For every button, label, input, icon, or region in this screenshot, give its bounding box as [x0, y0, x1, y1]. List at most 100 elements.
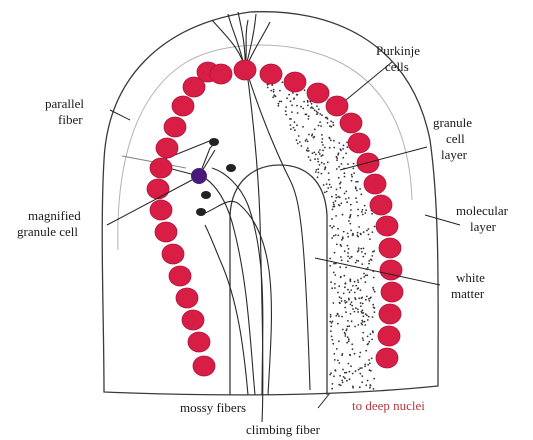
granule-dot	[296, 105, 298, 107]
granule-cell-small	[209, 138, 219, 146]
granule-dot	[354, 281, 356, 283]
granule-dot	[308, 118, 310, 120]
granule-dot	[365, 350, 367, 352]
granule-dot	[342, 157, 344, 159]
granule-dot	[316, 113, 318, 115]
granule-dot	[356, 190, 358, 192]
granule-dot	[347, 326, 349, 328]
granule-dot	[368, 316, 370, 318]
granule-dot	[340, 384, 342, 386]
purkinje-cell	[164, 117, 186, 137]
granule-dot	[357, 251, 359, 253]
granule-dot	[331, 218, 333, 220]
granule-cell-small	[201, 191, 211, 199]
granule-cell-small	[196, 208, 206, 216]
granule-dot	[339, 375, 341, 377]
granule-dot	[331, 227, 333, 229]
granule-dot	[343, 145, 345, 147]
granule-dot	[341, 300, 343, 302]
granule-dot	[358, 247, 360, 249]
granule-dot	[337, 228, 339, 230]
granule-dot	[346, 328, 348, 330]
granule-dot	[351, 343, 353, 345]
granule-dot	[333, 302, 335, 304]
granule-dot	[329, 374, 331, 376]
granule-dot	[316, 105, 318, 107]
granule-dot	[340, 297, 342, 299]
granule-dot	[361, 375, 363, 377]
granule-dot	[275, 96, 277, 98]
purkinje-cell	[370, 195, 392, 215]
granule-dot	[314, 128, 316, 130]
granule-dot	[372, 332, 374, 334]
purkinje-cell	[147, 179, 169, 199]
granule-dot	[358, 369, 360, 371]
granule-dot	[341, 354, 343, 356]
granule-dot	[333, 263, 335, 265]
purkinje-cell	[376, 216, 398, 236]
granule-dot	[346, 201, 348, 203]
granule-dot	[286, 97, 288, 99]
purkinje-cell	[376, 348, 398, 368]
granule-dot	[347, 252, 349, 254]
granule-dot	[348, 298, 350, 300]
granule-dot	[336, 197, 338, 199]
granule-dot	[359, 373, 361, 375]
granule-dot	[368, 341, 370, 343]
purkinje-cell	[155, 222, 177, 242]
purkinje-cell	[378, 326, 400, 346]
granule-dot	[371, 213, 373, 215]
granule-dot	[318, 125, 320, 127]
granule-dot	[349, 378, 351, 380]
granule-dot	[339, 187, 341, 189]
granule-dot	[345, 153, 347, 155]
purkinje-cell	[182, 310, 204, 330]
granule-dot	[357, 279, 359, 281]
granule-dot	[329, 184, 331, 186]
granule-dot	[334, 283, 336, 285]
granule-dot	[332, 383, 334, 385]
purkinje-cell	[364, 174, 386, 194]
purkinje-cell	[348, 133, 370, 153]
granule-dot	[368, 228, 370, 230]
granule-dot	[363, 315, 365, 317]
granule-dot	[332, 122, 334, 124]
label-magnified-granule-cell: magnified granule cell	[17, 208, 84, 239]
granule-dot	[347, 163, 349, 165]
label-climbing-fiber: climbing fiber	[246, 422, 321, 437]
granule-dot	[348, 338, 350, 340]
granule-dot	[370, 333, 372, 335]
granule-dot	[343, 275, 345, 277]
granule-dot	[354, 292, 356, 294]
granule-dot	[344, 332, 346, 334]
granule-dot	[333, 375, 335, 377]
granule-dot	[330, 314, 332, 316]
granule-dot	[349, 223, 351, 225]
granule-dot	[365, 209, 367, 211]
granule-dot	[348, 363, 350, 365]
granule-dot	[350, 204, 352, 206]
granule-dot	[350, 230, 352, 232]
purkinje-cell	[379, 238, 401, 258]
granule-dot	[335, 194, 337, 196]
granule-dot	[329, 225, 331, 227]
granule-dot	[349, 215, 351, 217]
granule-dot	[333, 272, 335, 274]
granule-dot	[288, 94, 290, 96]
granule-dot	[272, 96, 274, 98]
granule-dot	[331, 287, 333, 289]
granule-dot	[278, 105, 280, 107]
granule-dot	[327, 187, 329, 189]
granule-dot	[369, 238, 371, 240]
granule-dot	[346, 372, 348, 374]
granule-dot	[332, 206, 334, 208]
granule-dot	[311, 103, 313, 105]
purkinje-cell	[169, 266, 191, 286]
granule-dot	[347, 289, 349, 291]
granule-dot	[329, 258, 331, 260]
granule-dot	[313, 137, 315, 139]
granule-dot	[307, 147, 309, 149]
granule-dot	[299, 141, 301, 143]
granule-dot	[285, 106, 287, 108]
granule-dot	[344, 372, 346, 374]
